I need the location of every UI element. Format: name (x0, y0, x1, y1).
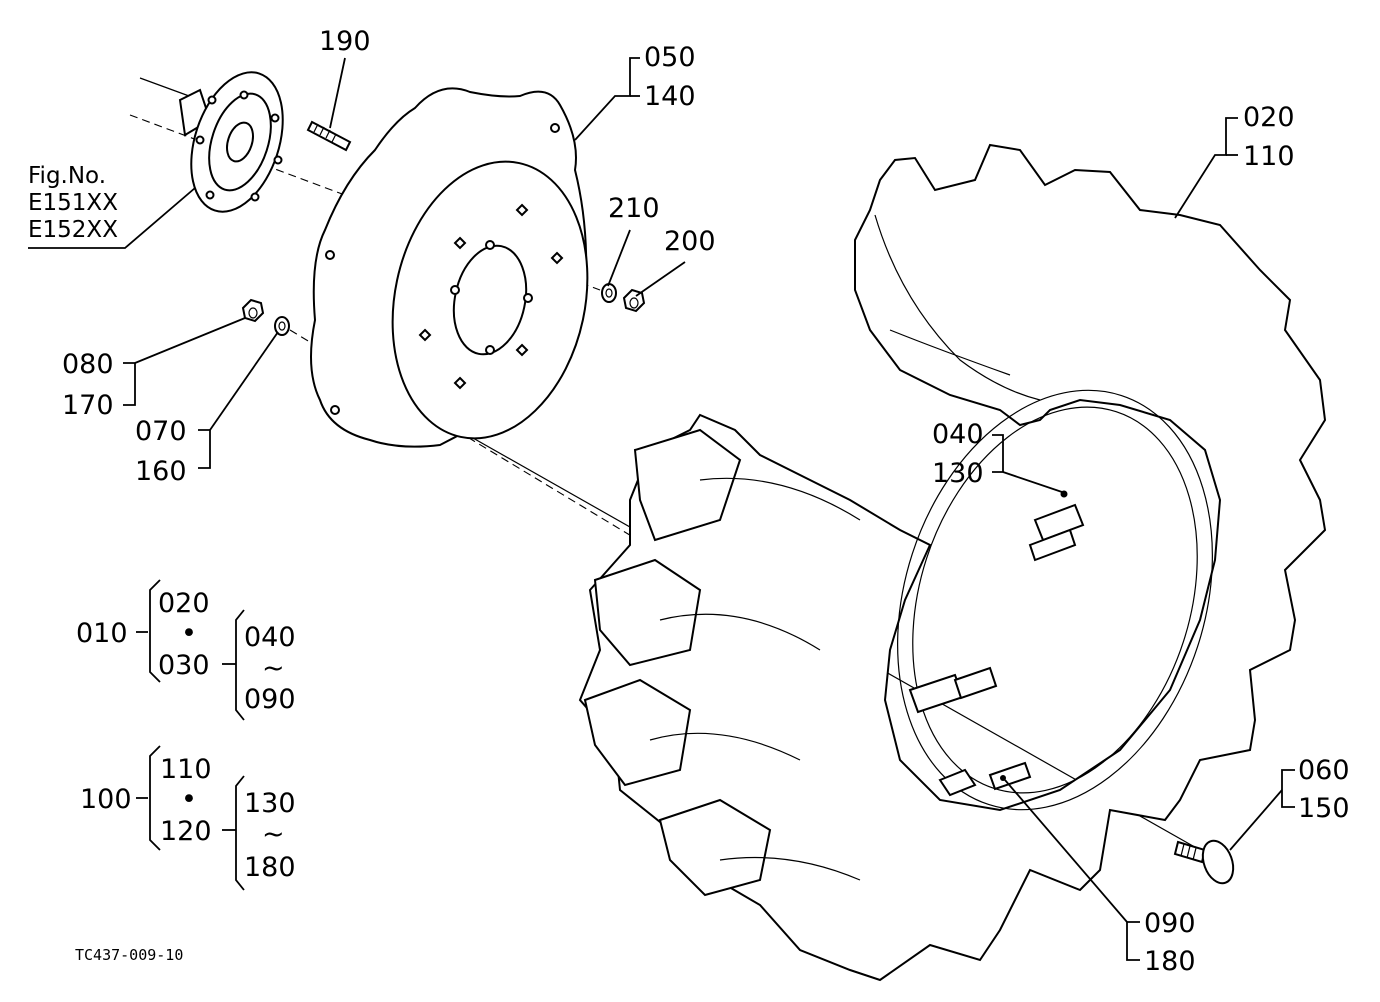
callout-070: 070 (135, 416, 187, 447)
callout-150: 150 (1298, 793, 1350, 824)
callout-090: 090 (1144, 908, 1196, 939)
group-top-label: 020 (158, 588, 210, 619)
carriage-bolt (1173, 839, 1235, 885)
group-top-label: 110 (160, 754, 212, 785)
leader-lines (28, 57, 1295, 961)
assembly-group-100: 100 110 • 120 130 ~ 180 (80, 754, 296, 883)
washer-210 (601, 283, 617, 303)
group-root-label: 100 (80, 784, 132, 815)
nut-200 (622, 288, 646, 313)
callout-110: 110 (1243, 141, 1295, 172)
callout-170: 170 (62, 390, 114, 421)
hub-flange (178, 71, 284, 213)
group-range-sep: ~ (262, 653, 285, 684)
callout-020: 020 (1243, 102, 1295, 133)
callout-060: 060 (1298, 755, 1350, 786)
group-range-end: 090 (244, 684, 296, 715)
callout-040: 040 (932, 419, 984, 450)
washer-070 (274, 316, 290, 336)
stud-bolt (306, 120, 352, 152)
callout-160: 160 (135, 456, 187, 487)
group-bottom-label: 030 (158, 650, 210, 681)
tire (578, 143, 1327, 982)
callout-050: 050 (644, 42, 696, 73)
group-bottom-label: 120 (160, 816, 212, 847)
drawing-code: TC437-009-10 (75, 946, 183, 964)
callout-130: 130 (932, 458, 984, 489)
group-range-start: 040 (244, 622, 296, 653)
fig-ref-code-2: E152XX (28, 217, 118, 243)
group-range-end: 180 (244, 852, 296, 883)
part-callouts: 190 050 140 020 110 210 200 080 170 070 … (62, 26, 1350, 977)
group-dot: • (181, 618, 197, 649)
group-root-label: 010 (76, 618, 128, 649)
callout-080: 080 (62, 349, 114, 380)
fig-ref-title: Fig.No. (28, 163, 106, 189)
callout-210: 210 (608, 193, 660, 224)
callout-200: 200 (664, 226, 716, 257)
figure-reference: Fig.No. E151XX E152XX (28, 163, 118, 243)
fig-ref-code-1: E151XX (28, 190, 118, 216)
wheel-disc (310, 87, 589, 448)
group-range-sep: ~ (262, 819, 285, 850)
group-range-start: 130 (244, 788, 296, 819)
callout-190: 190 (319, 26, 371, 57)
callout-180: 180 (1144, 946, 1196, 977)
group-dot: • (181, 784, 197, 815)
assembly-group-010: 010 020 • 030 040 ~ 090 (76, 588, 296, 715)
callout-140: 140 (644, 81, 696, 112)
assembly-brackets (136, 579, 245, 891)
nut-080 (241, 298, 265, 323)
